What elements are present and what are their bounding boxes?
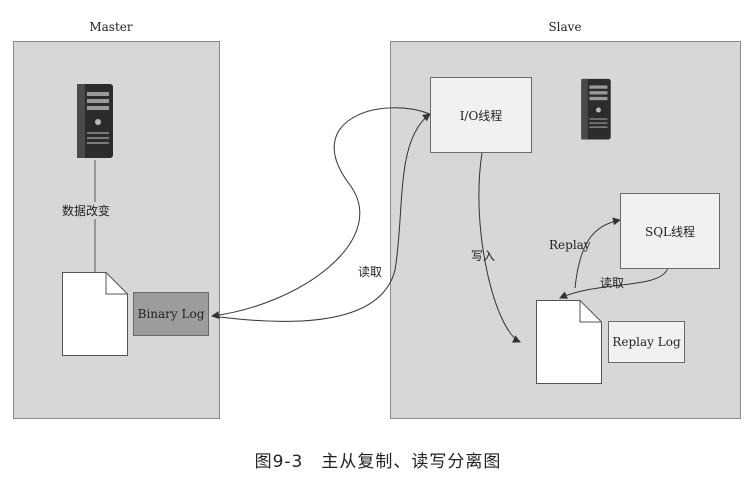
figure-caption: 图9-3 主从复制、读写分离图	[254, 452, 502, 472]
relay-log-box: Replay Log	[608, 321, 685, 363]
master-title: Master	[89, 20, 133, 34]
master-server-icon	[77, 84, 113, 158]
binary-log-file-icon	[62, 272, 128, 356]
read-curve-upper	[211, 107, 431, 320]
read-curve-lower	[211, 113, 431, 322]
relay-log-file-icon	[536, 300, 602, 384]
sql-read-curve	[559, 267, 669, 299]
io-thread-box: I/O线程	[430, 77, 532, 153]
slave-title: Slave	[548, 20, 582, 34]
master-panel	[13, 41, 220, 419]
slave-server-icon	[581, 78, 611, 140]
replay-curve	[574, 217, 621, 289]
write-label: 写入	[471, 249, 496, 263]
replay-label: Replay	[549, 238, 591, 252]
data-change-label: 数据改变	[60, 202, 113, 219]
write-curve	[478, 152, 521, 343]
binary-log-box: Binary Log	[133, 292, 209, 336]
sql-thread-box: SQL线程	[620, 193, 720, 269]
link-read-label: 读取	[358, 265, 383, 279]
sql-read-label: 读取	[600, 276, 625, 290]
